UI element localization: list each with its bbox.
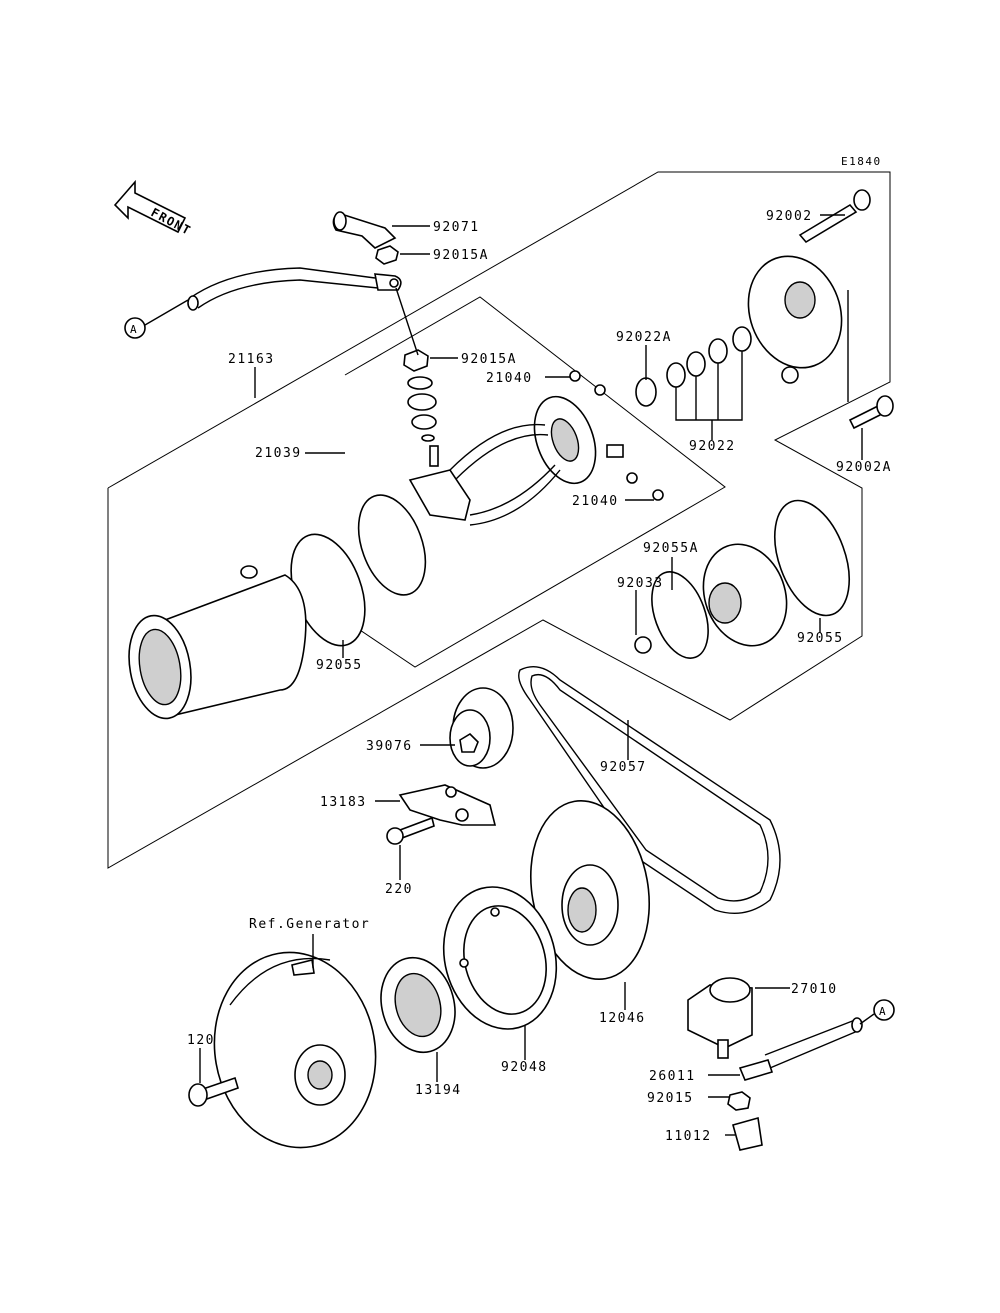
front-housing-ring [357,494,427,596]
relay-cable [738,1017,863,1081]
starter-sprocket [529,799,651,981]
label-92022: 92022 [689,439,736,454]
label-92015A-mid: 92015A [461,352,517,367]
group-outline [107,171,891,869]
battery-cable [187,267,402,311]
label-13194: 13194 [415,1083,462,1098]
screw-220 [386,816,435,845]
ref-generator-label: Ref.Generator [249,917,370,932]
label-92055-left: 92055 [316,658,363,673]
nut-top [375,245,399,265]
washer-set [635,326,752,407]
starter-idler-gear [449,687,514,769]
connector-a-left: A [124,299,189,339]
o-ring-right [774,499,850,617]
bolt-92002 [798,189,871,244]
starter-motor [128,565,307,720]
starter-rear-cover [747,255,843,384]
label-92015A-top: 92015A [433,248,489,263]
label-27010: 27010 [791,982,838,997]
label-21163: 21163 [228,352,275,367]
label-92057: 92057 [600,760,647,775]
label-21040-a: 21040 [486,371,533,386]
label-92002: 92002 [766,209,813,224]
o-ring-92055A [651,571,709,659]
label-220: 220 [385,882,413,897]
label-92022A: 92022A [616,330,672,345]
starter-chain [518,666,781,914]
svg-text:A: A [879,1005,886,1018]
brush-holder [408,395,624,526]
relay-cap [732,1116,763,1151]
label-21040-b: 21040 [572,494,619,509]
label-12046: 12046 [599,1011,646,1026]
label-92055-right: 92055 [797,631,844,646]
svg-text:A: A [130,323,137,336]
label-92055A: 92055A [643,541,699,556]
label-39076: 39076 [366,739,413,754]
terminal-cap [332,211,397,249]
diagram-code: E1840 [841,155,882,168]
terminal-stack [403,349,439,467]
bolt-92002A [848,395,894,430]
clutch-housing [442,886,558,1030]
one-way-clutch [380,956,456,1054]
front-arrow-icon: FRONT [113,179,194,238]
label-92071: 92071 [433,220,480,235]
front-cover [702,543,788,647]
leader-lines [199,214,863,1136]
label-120: 120 [187,1033,215,1048]
label-21039: 21039 [255,446,302,461]
generator-rotor [213,951,377,1149]
label-92002A: 92002A [836,460,892,475]
label-26011: 26011 [649,1069,696,1084]
label-13183: 13183 [320,795,367,810]
label-92015: 92015 [647,1091,694,1106]
bracket [398,784,497,826]
connector-a-right: A [859,999,895,1025]
starter-relay [687,977,753,1059]
circlip [634,636,652,654]
label-92048: 92048 [501,1060,548,1075]
bolt-120 [188,1076,239,1107]
label-11012: 11012 [665,1129,712,1144]
part-labels: 92071 92015A 92015A 21163 21039 21040 21… [187,209,892,1144]
nut-92015 [727,1091,751,1111]
label-92033: 92033 [617,576,664,591]
